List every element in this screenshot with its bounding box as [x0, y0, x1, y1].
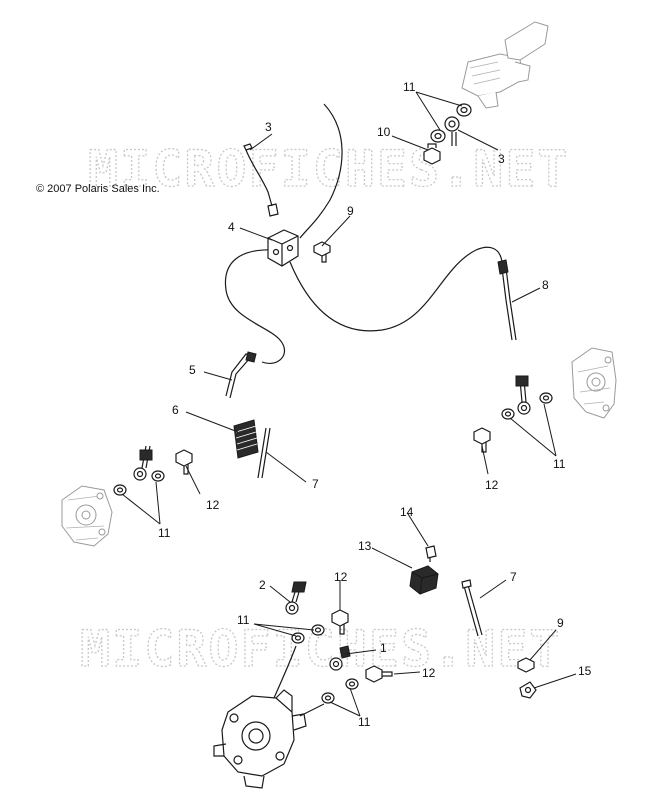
callout-15: 15	[578, 664, 592, 678]
callout-1: 1	[380, 641, 387, 655]
pin-7-upper	[257, 427, 271, 479]
callout-11-left: 11	[158, 526, 171, 540]
spring-6	[233, 419, 259, 459]
master-cylinder-ghost	[461, 21, 549, 109]
brake-hose-8	[497, 259, 517, 341]
callout-5: 5	[189, 363, 196, 377]
brake-switch-13	[409, 565, 439, 595]
callout-13: 13	[358, 539, 372, 553]
callout-11-bottom-upper: 11	[237, 613, 250, 627]
right-caliper-ghost	[571, 347, 617, 419]
callout-12-left: 12	[206, 498, 220, 512]
brake-hose-5	[225, 351, 257, 399]
master-cylinder-fitting	[423, 103, 472, 165]
callout-7-upper: 7	[312, 477, 319, 491]
bolt-9-upper	[313, 241, 331, 263]
right-banjo-fitting	[501, 375, 553, 420]
callout-10: 10	[377, 125, 391, 139]
fastener-14	[425, 545, 437, 562]
callout-11-top: 11	[403, 80, 416, 94]
distribution-block	[267, 229, 299, 267]
callout-9-lower: 9	[557, 616, 564, 630]
brake-line-3-hose	[245, 149, 273, 207]
watermark-top: MICROFICHES.NET	[88, 140, 570, 198]
callout-6: 6	[172, 403, 179, 417]
callout-12-bottom-upper: 12	[334, 570, 348, 584]
callout-9-upper: 9	[347, 204, 354, 218]
banjo-bolt-right	[473, 427, 491, 453]
callout-11-right: 11	[553, 457, 566, 471]
rear-caliper	[213, 689, 307, 789]
leader-lines	[121, 91, 577, 717]
copyright-text: © 2007 Polaris Sales Inc.	[36, 183, 160, 195]
callout-4: 4	[228, 220, 235, 234]
callout-3-right: 3	[498, 152, 505, 166]
bolt-9-lower	[517, 657, 535, 673]
banjo-fitting-1	[321, 645, 359, 704]
callout-14: 14	[400, 505, 414, 519]
brake-line-right	[289, 246, 503, 332]
brake-line-upper	[299, 103, 343, 239]
callout-2: 2	[259, 578, 266, 592]
brake-line-left	[224, 249, 286, 364]
pin-7-lower	[463, 584, 483, 637]
left-caliper-ghost	[61, 485, 113, 547]
callout-3-upper: 3	[265, 120, 272, 134]
callout-12-right: 12	[485, 478, 499, 492]
callout-8: 8	[542, 278, 549, 292]
banjo-bolt-left	[175, 449, 193, 475]
left-banjo-fitting	[113, 445, 165, 496]
banjo-bolt-bottom-lower	[365, 665, 393, 683]
callout-7-lower: 7	[510, 570, 517, 584]
callout-12-bottom-lower: 12	[422, 666, 436, 680]
callout-11-bottom-lower: 11	[358, 715, 371, 729]
clip-15	[519, 681, 537, 699]
